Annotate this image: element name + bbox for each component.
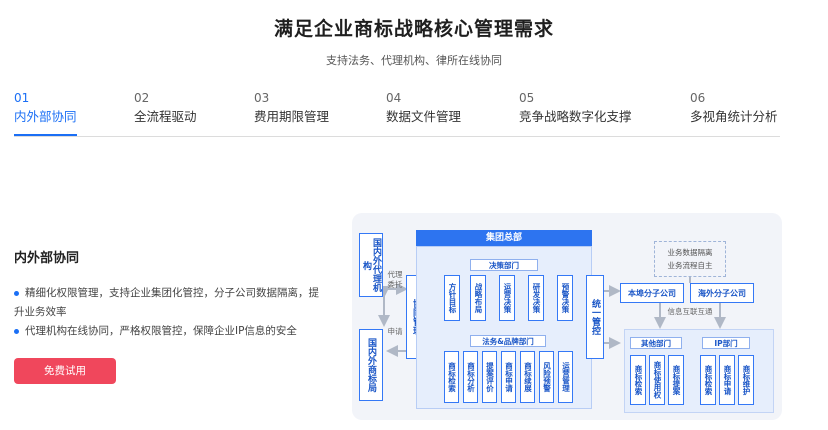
decision-item: 预警决策: [557, 275, 573, 321]
legal-item: 商标续展: [520, 351, 535, 403]
legal-item: 提案评价: [482, 351, 497, 403]
other-dept-item: 商标检索: [630, 355, 646, 405]
feature-bullet: 精细化权限管理，支持企业集团化管控，分子公司数据隔离，提升业务效率: [14, 284, 324, 322]
tab-statistics[interactable]: 06 多视角统计分析: [690, 90, 778, 128]
legal-item: 商标检索: [444, 351, 459, 403]
other-dept-item: 商标使用权: [649, 355, 665, 405]
trademark-office-block: 国内外商标局: [359, 329, 383, 401]
bullet-text: 代理机构在线协同，严格权限管控，保障企业IP信息的安全: [25, 325, 297, 337]
tab-number: 04: [386, 91, 402, 105]
unified-control-block: 统一管控: [586, 275, 604, 359]
tab-number: 03: [254, 91, 270, 105]
feature-bullet: 代理机构在线协同，严格权限管控，保障企业IP信息的安全: [14, 322, 324, 341]
ip-dept-item: 商标维护: [738, 355, 754, 405]
legal-item: 商标分析: [463, 351, 478, 403]
info-link-label: 信息互联互通: [667, 307, 713, 316]
isolation-note-box: 业务数据隔离 业务流程自主: [654, 241, 726, 277]
tab-number: 02: [134, 91, 150, 105]
domestic-subsidiary-block: 本埠分子公司: [620, 283, 684, 303]
apply-label: 申请: [387, 327, 403, 336]
tab-label: 数据文件管理: [386, 109, 462, 124]
collaboration-diagram: 国内外代理机构 国内外商标局 代理委托 申请 协同管理 集团总部 决策部门 方针…: [352, 213, 782, 420]
tab-number: 06: [690, 91, 706, 105]
tab-label: 多视角统计分析: [690, 109, 778, 124]
overseas-subsidiary-block: 海外分子公司: [690, 283, 754, 303]
tab-internal-external-collab[interactable]: 01 内外部协同: [14, 90, 77, 136]
ip-dept-item: 商标申请: [719, 355, 735, 405]
page-title: 满足企业商标战略核心管理需求: [273, 18, 554, 40]
page-subtitle: 支持法务、代理机构、律所在线协同: [326, 54, 502, 67]
section-title: 内外部协同: [14, 251, 80, 266]
other-dept-item: 商标提案: [668, 355, 684, 405]
bullet-text: 精细化权限管理，支持企业集团化管控，分子公司数据隔离，提升业务效率: [14, 287, 319, 318]
domestic-foreign-agency-block: 国内外代理机构: [359, 233, 383, 297]
tab-label: 内外部协同: [14, 109, 77, 124]
group-hq-header: 集团总部: [416, 230, 592, 246]
decision-item: 运营决策: [499, 275, 515, 321]
tab-data-file[interactable]: 04 数据文件管理: [386, 90, 461, 128]
feature-tabs: 01 内外部协同 02 全流程驱动 03 费用期限管理 04 数据文件管理 05…: [14, 90, 780, 137]
bullet-dot: [14, 290, 19, 296]
tab-competition-strategy[interactable]: 05 竞争战略数字化支撑: [519, 90, 632, 128]
other-dept-tag: 其他部门: [630, 337, 682, 349]
tab-fee-deadline[interactable]: 03 费用期限管理: [254, 90, 329, 128]
tab-number: 05: [519, 91, 535, 105]
isolation-note: 业务数据隔离: [667, 248, 713, 257]
tab-label: 竞争战略数字化支撑: [519, 109, 632, 124]
legal-item: 风险预警: [539, 351, 554, 403]
decision-item: 研发决策: [528, 275, 544, 321]
bullet-dot: [14, 328, 19, 334]
ip-dept-item: 商标检索: [700, 355, 716, 405]
decision-item: 方针目标: [444, 275, 460, 321]
tab-number: 01: [14, 91, 30, 105]
legal-item: 商标申请: [501, 351, 516, 403]
legal-brand-dept-tag: 法务&品牌部门: [470, 335, 546, 347]
decision-item: 战略布局: [470, 275, 486, 321]
agent-commission-label: 代理委托: [387, 270, 403, 289]
legal-item: 运营管理: [558, 351, 573, 403]
ip-dept-tag: IP部门: [702, 337, 750, 349]
tab-label: 全流程驱动: [134, 109, 197, 124]
tab-full-process[interactable]: 02 全流程驱动: [134, 90, 197, 128]
decision-dept-tag: 决策部门: [470, 259, 538, 271]
tab-label: 费用期限管理: [254, 109, 330, 124]
isolation-note: 业务流程自主: [667, 261, 713, 270]
free-trial-button[interactable]: 免费试用: [14, 358, 116, 384]
